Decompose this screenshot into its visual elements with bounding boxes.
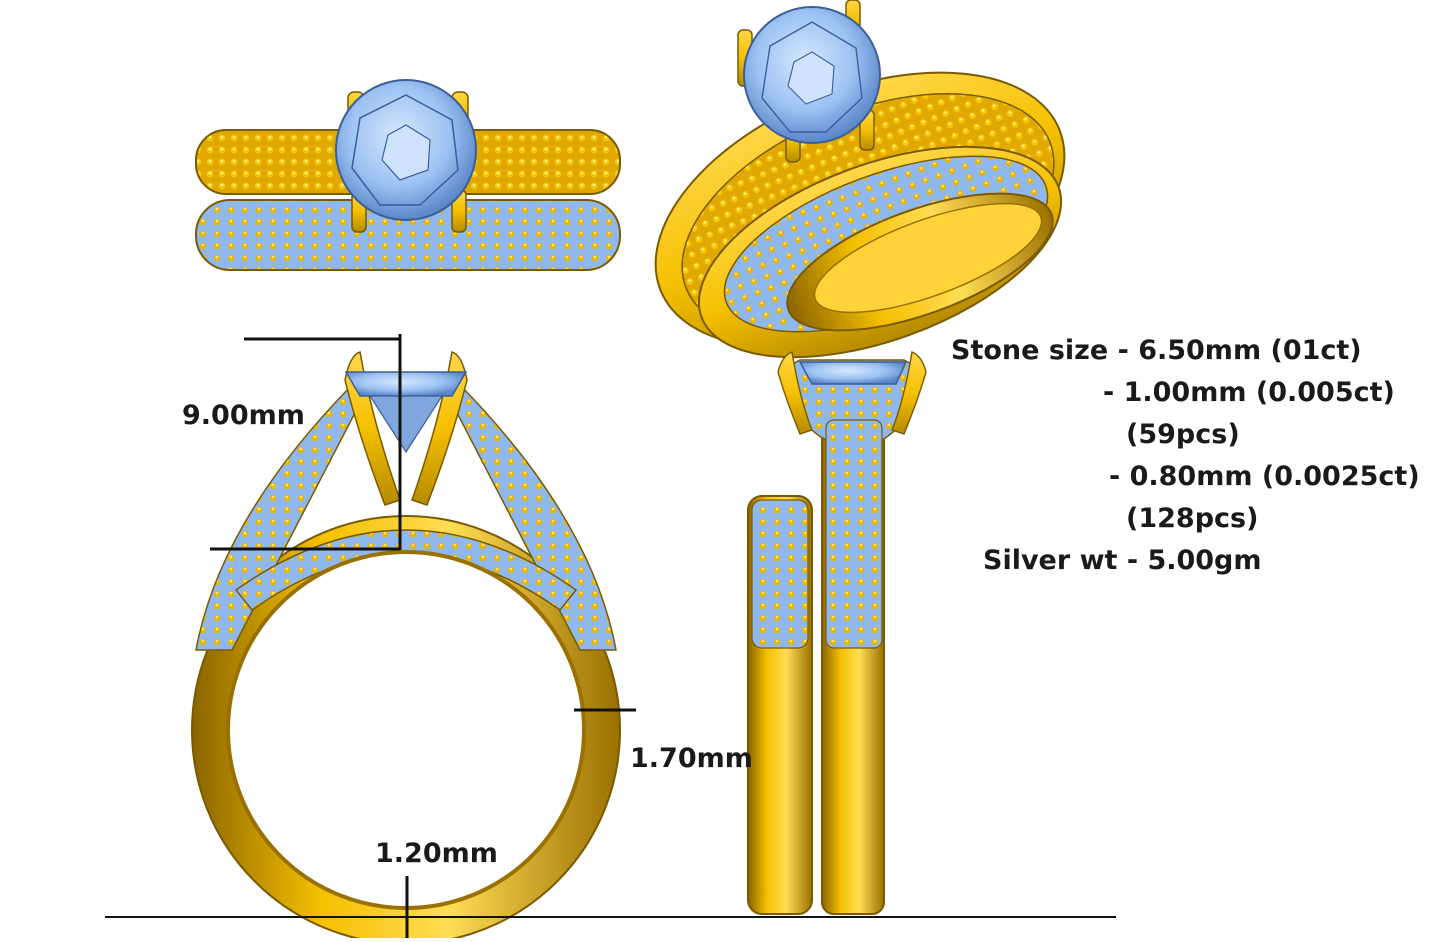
spec-stone-qty-1: (59pcs): [1126, 419, 1240, 450]
side-view-ring: [191, 351, 621, 942]
spec-stone-qty-2: (128pcs): [1126, 503, 1259, 534]
profile-view-ring-set: [747, 351, 927, 915]
head-height-label: 9.00mm: [182, 400, 305, 431]
front-view-ring-set: [195, 79, 621, 271]
dimension-lines: [105, 334, 1116, 938]
spec-stone-size-small-2: - 0.80mm (0.0025ct): [1109, 461, 1420, 492]
perspective-view-ring-set: [654, 0, 1066, 359]
spec-stone-size-main: Stone size - 6.50mm (01ct): [951, 335, 1362, 366]
band-thickness-label: 1.70mm: [630, 743, 753, 774]
spec-stone-size-small-1: - 1.00mm (0.005ct): [1103, 377, 1395, 408]
spec-silver-weight: Silver wt - 5.00gm: [983, 545, 1262, 576]
band-bottom-width-label: 1.20mm: [375, 838, 498, 869]
